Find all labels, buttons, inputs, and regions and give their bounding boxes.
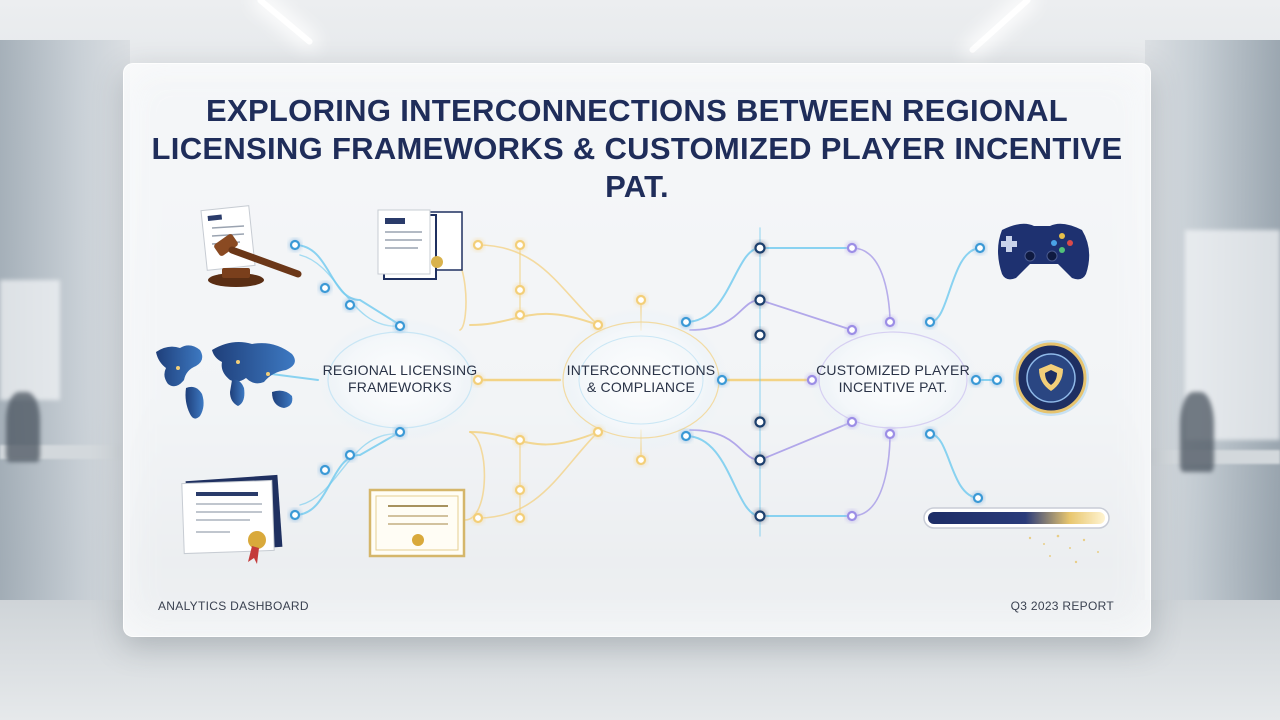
footer-left-label: ANALYTICS DASHBOARD (158, 599, 309, 613)
line-left-bottom (294, 431, 401, 516)
node-gold-12 (472, 512, 484, 524)
node-p-3 (846, 416, 858, 428)
node-gold-9 (635, 454, 647, 466)
node-gold-5 (472, 374, 484, 386)
node-out-4 (991, 374, 1003, 386)
node-p-6 (884, 428, 896, 440)
line-right-progress (929, 433, 979, 499)
node-gold-10 (514, 434, 526, 446)
node-r-1 (754, 242, 766, 254)
title-line-2: LICENSING FRAMEWORKS & CUSTOMIZED PLAYER… (151, 131, 1123, 204)
world-map-icon (156, 342, 295, 419)
gold-certificate-icon (368, 488, 466, 558)
node-p-4 (846, 510, 858, 522)
line-left-top (294, 244, 401, 326)
hub-right-label: CUSTOMIZED PLAYER INCENTIVE PAT. (813, 362, 973, 396)
person-right (1180, 392, 1214, 472)
line-left-center-top (469, 312, 599, 326)
line-purple-bottom (689, 421, 853, 461)
node-gold-2 (514, 239, 526, 251)
network-nodes (234, 239, 1003, 524)
node-gold-6 (592, 319, 604, 331)
node-left-bottom-1 (394, 426, 406, 438)
person-left (6, 392, 40, 462)
hub-right (809, 318, 977, 442)
node-r-6 (754, 510, 766, 522)
shield-badge-icon (1013, 340, 1089, 416)
node-out-3 (970, 374, 982, 386)
line-top-gold (477, 244, 599, 326)
progress-bar-icon (923, 507, 1110, 564)
node-gold-4 (514, 309, 526, 321)
node-left-bottom-3 (319, 464, 331, 476)
footer-right-label: Q3 2023 REPORT (1010, 599, 1114, 613)
window-left (0, 280, 60, 400)
line-purple-top (689, 299, 853, 331)
line-center-right-bottom (685, 435, 853, 517)
node-p-2 (846, 324, 858, 336)
node-gold-13 (514, 484, 526, 496)
page-title: EXPLORING INTERCONNECTIONS BETWEEN REGIO… (124, 92, 1150, 206)
node-left-bottom-2 (344, 449, 356, 461)
hub-left-line-1: REGIONAL LICENSING (322, 362, 478, 378)
node-right-hub-in (806, 374, 818, 386)
line-center-right-top (685, 247, 853, 323)
hub-center-line-1: INTERCONNECTIONS (566, 362, 716, 378)
node-left-top-2 (319, 282, 331, 294)
line-purple-right-bottom (851, 433, 891, 517)
node-right-2 (680, 430, 692, 442)
line-cert-left-hub (464, 431, 486, 521)
node-gold-11 (514, 512, 526, 524)
hub-right-line-1: CUSTOMIZED PLAYER (816, 362, 970, 378)
hub-left-label: REGIONAL LICENSING FRAMEWORKS (320, 362, 480, 396)
node-left-bottom-4 (289, 509, 301, 521)
node-out-6 (972, 492, 984, 504)
node-out-1 (924, 316, 936, 328)
line-purple-right-top (851, 247, 891, 323)
certificate-icon (181, 474, 283, 564)
node-right-3 (716, 374, 728, 386)
title-line-1: EXPLORING INTERCONNECTIONS BETWEEN REGIO… (206, 93, 1068, 128)
node-out-2 (924, 428, 936, 440)
node-right-1 (680, 316, 692, 328)
line-bottom-gold (477, 431, 599, 519)
hub-right-line-2: INCENTIVE PAT. (838, 379, 948, 395)
line-left-center-bottom (469, 431, 599, 446)
node-left-top-1 (289, 239, 301, 251)
node-r-4 (754, 416, 766, 428)
node-gold-7 (635, 294, 647, 306)
node-p-5 (884, 316, 896, 328)
line-right-controller (929, 247, 981, 323)
node-gold-1 (472, 239, 484, 251)
hub-left-line-2: FRAMEWORKS (348, 379, 452, 395)
node-gold-8 (592, 426, 604, 438)
node-out-5 (974, 242, 986, 254)
node-r-3 (754, 329, 766, 341)
license-documents-icon (377, 209, 463, 280)
hub-center-label: INTERCONNECTIONS & COMPLIANCE (561, 362, 721, 396)
node-left-top-4 (394, 320, 406, 332)
game-controller-icon (998, 223, 1090, 280)
hub-center (555, 308, 727, 452)
node-gold-3 (514, 284, 526, 296)
node-p-1 (846, 242, 858, 254)
node-r-2 (754, 294, 766, 306)
node-r-5 (754, 454, 766, 466)
hub-center-line-2: & COMPLIANCE (586, 379, 696, 395)
node-left-top-3 (344, 299, 356, 311)
gavel-document-icon (200, 205, 302, 287)
